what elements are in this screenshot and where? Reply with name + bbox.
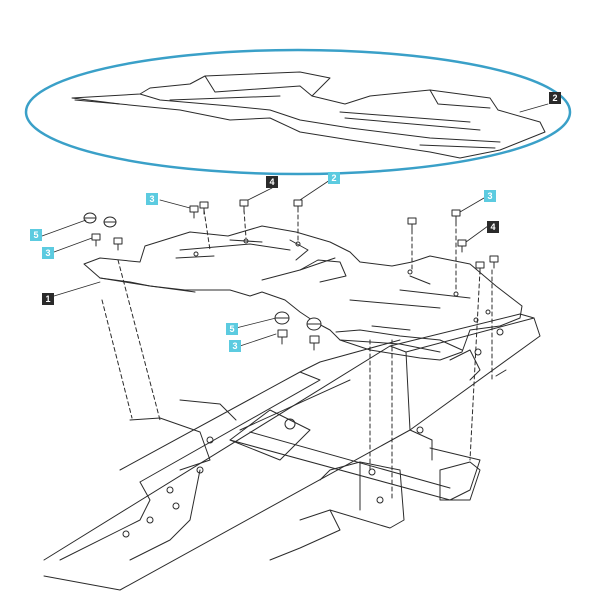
callout-part-4: 4 (487, 221, 499, 233)
alignment-lines (101, 207, 493, 501)
bolt (475, 261, 485, 275)
fasteners (83, 199, 499, 351)
chassis-frame (43, 313, 541, 591)
bolt (91, 233, 101, 247)
detail-callout-ellipse (24, 48, 572, 176)
callout-label: 3 (487, 191, 493, 201)
callout-label: 3 (45, 248, 51, 258)
callout-part-3: 3 (146, 193, 158, 205)
callout-part-5: 5 (30, 229, 42, 241)
bolt (489, 255, 499, 269)
callout-part-2: 2 (328, 172, 340, 184)
callout-part-5: 5 (226, 323, 238, 335)
callout-label: 1 (45, 294, 51, 304)
bolt (407, 217, 417, 231)
bolt (277, 329, 288, 345)
bolt (239, 199, 249, 213)
callout-part-2: 2 (549, 92, 561, 104)
leader-lines (41, 103, 549, 347)
bolt (293, 199, 303, 213)
nut (103, 216, 117, 228)
bolt (457, 239, 467, 253)
callout-label: 2 (552, 93, 558, 103)
callout-label: 4 (490, 222, 496, 232)
callout-part-1: 1 (42, 293, 54, 305)
callout-part-3: 3 (229, 340, 241, 352)
nut (274, 311, 290, 325)
nut (306, 317, 322, 331)
callout-part-3: 3 (484, 190, 496, 202)
bolt (199, 201, 209, 215)
callout-label: 5 (33, 230, 39, 240)
bolt (309, 335, 320, 351)
callout-part-3: 3 (42, 247, 54, 259)
bolt (189, 205, 199, 219)
callout-label: 4 (269, 177, 275, 187)
callout-label: 2 (331, 173, 337, 183)
callout-label: 3 (149, 194, 155, 204)
callout-label: 5 (229, 324, 235, 334)
bolt (113, 237, 123, 251)
bolt (451, 209, 461, 223)
nut (83, 212, 97, 224)
callout-label: 3 (232, 341, 238, 351)
callout-part-4: 4 (266, 176, 278, 188)
